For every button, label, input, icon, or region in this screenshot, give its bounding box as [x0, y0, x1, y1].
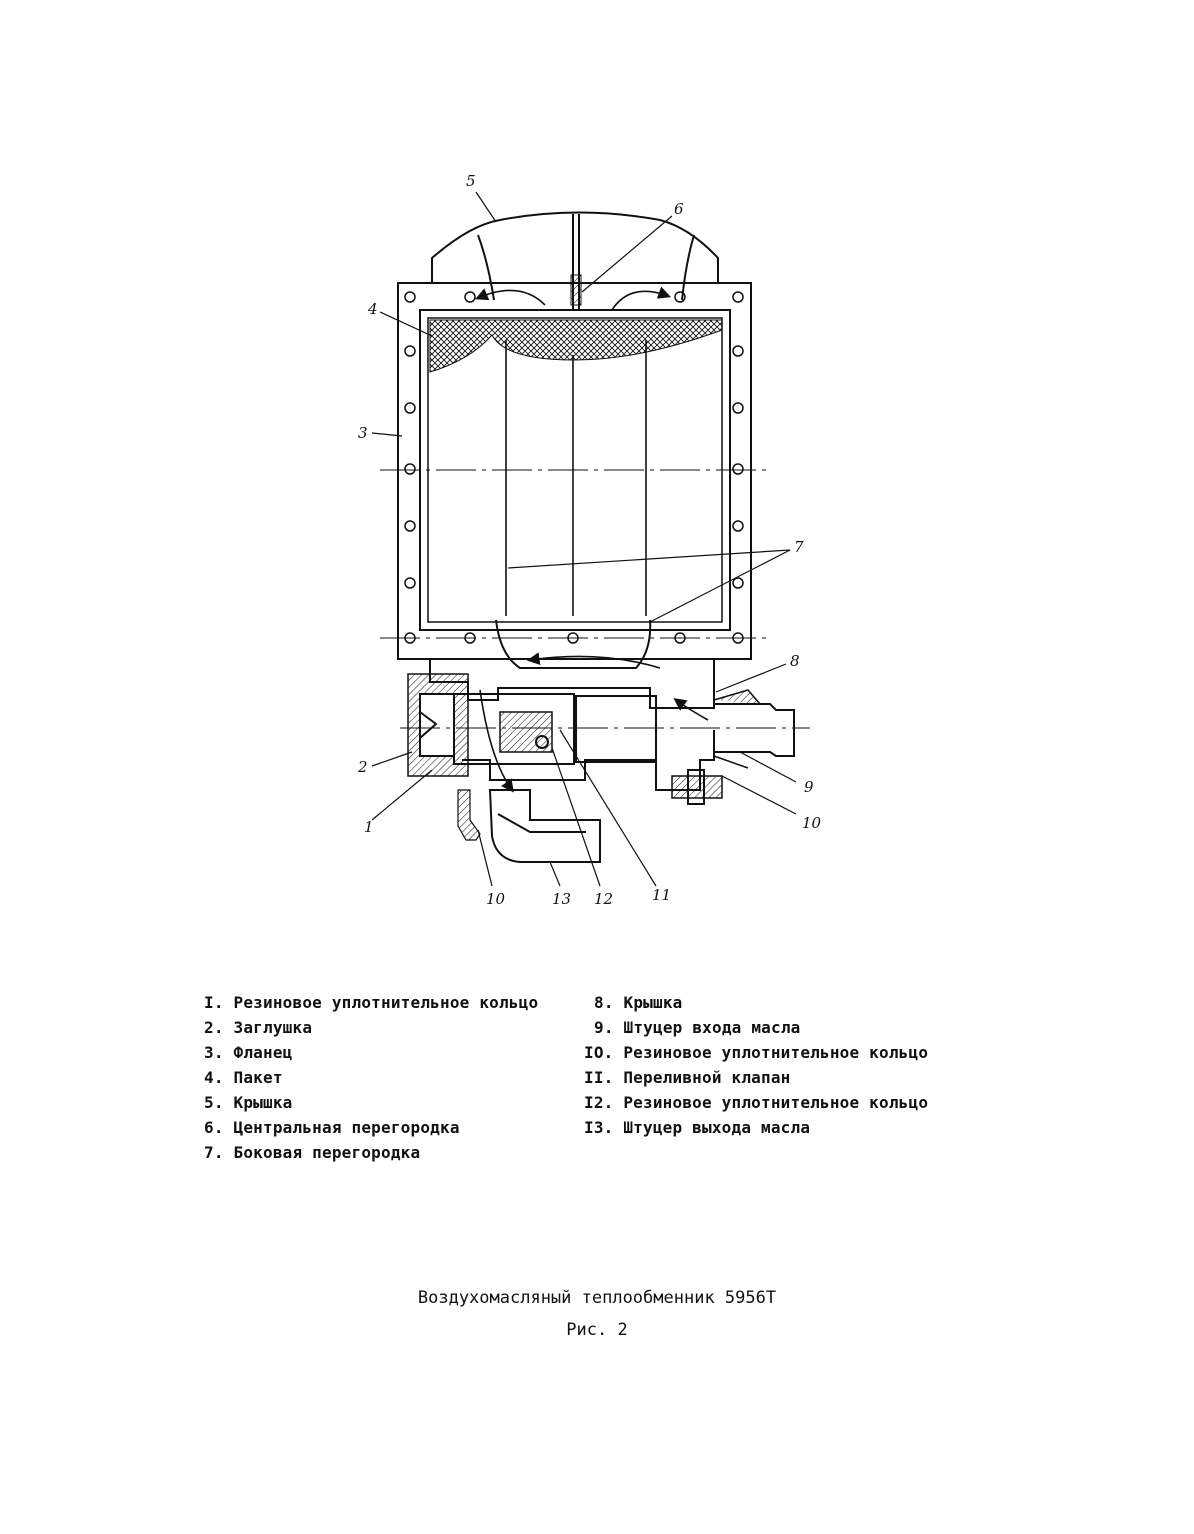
legend-item: 6. Центральная перегородка	[204, 1118, 460, 1137]
legend-item: I2. Резиновое уплотнительное кольцо	[584, 1093, 929, 1112]
callout-8: 8	[790, 652, 800, 670]
figure-title: Воздухомасляный теплообменник 5956Т	[417, 1288, 777, 1308]
legend-item: 2. Заглушка	[204, 1018, 313, 1037]
callout-6: 6	[674, 200, 684, 218]
callout-4: 4	[367, 300, 378, 318]
legend-item: 8. Крышка	[594, 993, 683, 1012]
legend-item: II. Переливной клапан	[584, 1068, 791, 1087]
legend-item: 9. Штуцер входа масла	[594, 1018, 801, 1037]
callout-5: 5	[466, 172, 476, 190]
figure-number: Рис. 2	[566, 1320, 628, 1340]
core-mesh	[429, 319, 723, 373]
legend-item: I3. Штуцер выхода масла	[584, 1118, 811, 1137]
legend-item: 7. Боковая перегородка	[204, 1143, 421, 1162]
lower-housing	[429, 659, 715, 709]
outlet-fitting	[488, 789, 601, 863]
legend-item: 3. Фланец	[204, 1043, 293, 1062]
callout-13: 13	[552, 890, 571, 908]
inlet-fitting	[714, 703, 795, 757]
legend-item: IO. Резиновое уплотнительное кольцо	[584, 1043, 929, 1062]
legend-item: I. Резиновое уплотнительное кольцо	[204, 993, 539, 1012]
heat-exchanger-drawing: 5 6 4 3 7 8 2 9 1 10 10 13 12 11	[357, 172, 822, 908]
legend-item: 5. Крышка	[204, 1093, 293, 1112]
callout-12: 12	[594, 890, 613, 908]
top-cover	[431, 211, 719, 282]
legend-item: 4. Пакет	[204, 1068, 283, 1087]
callout-11: 11	[652, 886, 671, 904]
callout-10-bottom: 10	[486, 890, 506, 908]
flange-frame	[397, 282, 752, 660]
callout-7: 7	[794, 538, 804, 556]
overflow-valve	[499, 711, 553, 753]
callout-9: 9	[804, 778, 814, 796]
callout-3: 3	[358, 424, 368, 442]
callout-10-right: 10	[802, 814, 822, 832]
callout-2: 2	[357, 758, 368, 776]
callout-1: 1	[364, 818, 374, 836]
